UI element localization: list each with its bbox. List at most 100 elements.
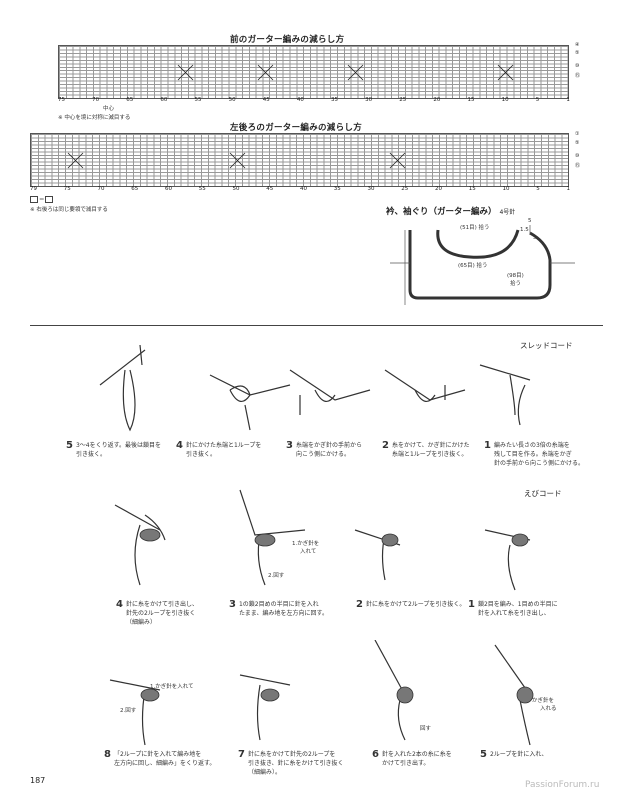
- collar-heading: 衿、袖ぐり（ガーター編み） 4号針: [386, 205, 515, 217]
- legend-box-icon: [30, 196, 38, 203]
- tick: 45: [266, 186, 274, 192]
- pick-51: (51目) 拾う: [460, 223, 490, 231]
- ebi-illustrations-row2: 1.かぎ針を入れて 2.回す 回す かぎ針を 入れる: [109, 640, 557, 746]
- pick-98: (98目): [507, 272, 524, 279]
- tick: 55: [194, 97, 202, 103]
- ann-1b: 入れて: [300, 548, 316, 555]
- tick: 15: [468, 186, 476, 192]
- tick: 30: [367, 186, 375, 192]
- step-text: 針を入れた2本の糸に糸を かけて引き出す。: [381, 751, 452, 767]
- tick: 50: [228, 97, 236, 103]
- tick: 10: [502, 186, 510, 192]
- step-number: 6: [372, 749, 379, 760]
- tick: 15: [467, 97, 475, 103]
- chart2-legend: ＝: [30, 195, 54, 203]
- tick: 60: [165, 186, 172, 192]
- dim-5b: 5: [533, 235, 537, 241]
- step-text: 編みたい長さの3倍の糸端を 残して目を作る。糸端をかぎ 針の手前から向こう側にか…: [493, 442, 584, 467]
- step-number: 4: [176, 440, 183, 451]
- tick: 30: [365, 97, 373, 103]
- chart1-grid: [58, 45, 569, 99]
- tick: 70: [97, 186, 105, 192]
- tick: 10: [501, 97, 509, 103]
- step-number: 1: [484, 440, 491, 451]
- legend-box-icon: [44, 196, 53, 203]
- tick: 25: [401, 186, 409, 192]
- ann-kagi-b: 入れる: [540, 705, 557, 712]
- step-number: 4: [116, 599, 123, 610]
- ann-kagi-a: かぎ針を: [532, 696, 554, 704]
- chart1-row-15: ⑮: [575, 73, 581, 79]
- chart2-grid: [30, 133, 569, 187]
- collar-title: 衿、袖ぐり（ガーター編み）: [386, 207, 497, 217]
- ann-2: 2.回す: [268, 572, 285, 579]
- tick: 5: [535, 97, 540, 103]
- tick: 45: [262, 97, 270, 103]
- step-text: 鎖2目を編み、1目めの半目に 針を入れて糸を引き出し、: [477, 601, 558, 617]
- tick: 55: [198, 186, 206, 192]
- ann-3a: 1.かぎ針を入れて: [150, 682, 194, 690]
- tick: 1: [566, 186, 571, 192]
- step-text: 針に糸をかけて針先の2ループを 引き抜き、針に糸をかけて引き抜く （細編み）。: [247, 751, 344, 776]
- collar-needle: 4号針: [499, 209, 516, 216]
- chart2-row-1: ①: [575, 131, 580, 137]
- chart2-title: 左後ろのガーター編みの減らし方: [230, 123, 363, 133]
- ann-4: 2.回す: [120, 707, 137, 714]
- tick: 60: [160, 97, 168, 103]
- pick-65: (65目) 拾う: [458, 261, 488, 269]
- sled-illustrations: [99, 345, 531, 432]
- tick: 1: [566, 97, 570, 103]
- step-number: 3: [229, 599, 236, 610]
- step-number: 3: [286, 440, 293, 451]
- ebi-step-8: 8「2ループに針を入れて編み地を 左方向に回し、細編み」をくり返す。: [104, 750, 215, 768]
- step-text: 1の鎖2目めの半目に針を入れ たまま、編み地を左方向に回す。: [238, 601, 328, 617]
- step-text: 「2ループに針を入れて編み地を 左方向に回し、細編み」をくり返す。: [113, 751, 216, 767]
- chart2-note: ※ 右後ろは同じ要領で減目する: [30, 207, 108, 213]
- chart2-row-10: ⑩: [575, 153, 580, 159]
- tick: 70: [92, 97, 100, 103]
- tick: 65: [131, 186, 139, 192]
- step-text: 3～4をくり返す。最後は鎖目を 引き抜く。: [75, 442, 162, 458]
- tick: 40: [300, 186, 307, 192]
- tick: 35: [333, 186, 341, 192]
- step-text: 糸をかけて、かぎ針にかけた 糸端と1ループを引き抜く。: [391, 442, 470, 458]
- step-number: 1: [468, 599, 475, 610]
- divider: [30, 325, 603, 326]
- step-number: 8: [104, 749, 111, 760]
- tick: 75: [58, 97, 65, 103]
- tick: 20: [433, 97, 441, 103]
- page-number: 187: [30, 776, 46, 785]
- step-text: 針に糸をかけて引き出し、 針先の2ループを引き抜く （細編み）: [125, 601, 198, 626]
- tick: 79: [30, 186, 37, 192]
- step-number: 2: [356, 599, 363, 610]
- ann-1a: 1.かぎ針を: [292, 539, 319, 547]
- dim-5: 5: [528, 218, 532, 224]
- step-number: 2: [382, 440, 389, 451]
- step-number: 5: [480, 749, 487, 760]
- watermark: PassionForum.ru: [525, 780, 600, 790]
- step-text: 針にかけた糸端と1ループを 引き抜く。: [185, 442, 262, 458]
- tick: 40: [296, 97, 304, 103]
- tick: 50: [232, 186, 240, 192]
- step-text: 糸端をかぎ針の手前から 向こう側にかける。: [295, 442, 362, 458]
- tick: 75: [63, 186, 71, 192]
- tick: 20: [435, 186, 442, 192]
- chart1-row-5: ⑤: [575, 50, 580, 56]
- step-text: 針に糸をかけて2ループを引き抜く。: [365, 601, 466, 608]
- chart2-row-5: ⑤: [575, 140, 580, 146]
- ann-mawasu: 回す: [420, 725, 432, 732]
